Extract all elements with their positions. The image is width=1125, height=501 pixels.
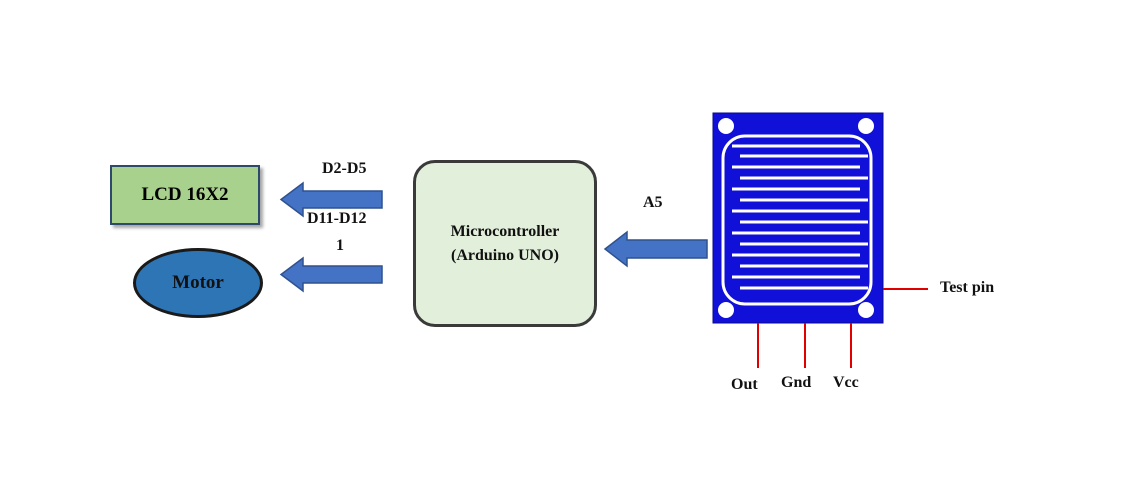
sensor-pin-lines	[757, 288, 928, 368]
mounting-hole-icon	[718, 118, 734, 134]
mounting-hole-icon	[718, 302, 734, 318]
motor-arrow	[279, 256, 383, 293]
microcontroller-label: Microcontroller	[450, 222, 560, 240]
microcontroller-block: Microcontroller (Arduino UNO)	[413, 160, 597, 327]
sensor-arrow	[603, 230, 708, 268]
test-pin-label: Test pin	[940, 279, 995, 296]
microcontroller-sublabel: (Arduino UNO)	[450, 246, 559, 264]
mounting-hole-icon	[858, 118, 874, 134]
lcd-arrow	[279, 181, 383, 218]
out-pin-label: Out	[731, 376, 758, 393]
mounting-hole-icon	[858, 302, 874, 318]
lcd-pins-top-label: D2-D5	[322, 160, 367, 177]
lcd-label: LCD 16X2	[141, 184, 229, 205]
rain-sensor-board	[712, 112, 884, 324]
sensor-traces	[732, 144, 868, 290]
motor-block: Motor	[133, 248, 263, 318]
gnd-pin-label: Gnd	[781, 374, 812, 391]
lcd-pins-bottom-label: D11-D12	[307, 210, 367, 227]
motor-pin-label: 1	[336, 237, 344, 254]
vcc-pin-label: Vcc	[833, 374, 859, 391]
lcd-block: LCD 16X2	[110, 165, 260, 225]
sensor-pin-label: A5	[643, 194, 663, 211]
motor-label: Motor	[172, 272, 224, 293]
